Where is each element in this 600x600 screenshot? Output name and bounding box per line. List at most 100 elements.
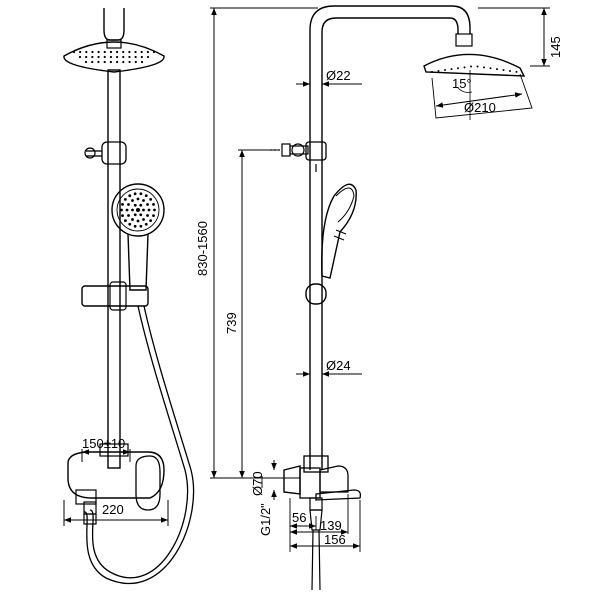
nozzle-dot	[457, 67, 459, 70]
side-mixer	[283, 455, 362, 591]
side-hose	[311, 529, 321, 591]
nozzle-dot	[109, 55, 113, 59]
nozzle-dot	[128, 60, 131, 64]
nozzle-dot	[84, 60, 88, 64]
dim-label-lower-pipe: Ø24	[326, 358, 351, 373]
nozzle-dot	[97, 50, 100, 54]
nozzle-dot	[515, 70, 518, 73]
front-shower-head	[63, 39, 165, 73]
nozzle-dot	[153, 208, 156, 212]
nozzle-dot	[127, 203, 130, 206]
nozzle-dot	[136, 208, 140, 212]
nozzle-dot	[127, 214, 130, 217]
nozzle-dot	[140, 50, 143, 54]
nozzle-dot	[133, 224, 137, 228]
nozzle-dot	[509, 69, 511, 72]
nozzle-dot	[149, 219, 153, 223]
nozzle-dot	[496, 68, 498, 71]
nozzle-dot	[133, 192, 137, 196]
nozzle-dot	[142, 208, 145, 212]
nozzle-dot	[476, 65, 479, 68]
nozzle-dot	[139, 224, 143, 228]
nozzle-dot	[152, 202, 155, 206]
dim-label-mixer-to-holder: 739	[224, 312, 239, 334]
dim-label-total-height: 830-1560	[195, 221, 210, 276]
dim-upper-pipe: Ø22	[296, 68, 362, 87]
nozzle-dot	[134, 60, 137, 64]
dim-inlet-spacing: 150±10	[81, 436, 131, 462]
dim-label-inlet-spacing: 150±10	[82, 436, 125, 451]
nozzle-dot	[91, 55, 94, 59]
nozzle-dot	[146, 55, 150, 59]
nozzle-dot	[144, 222, 148, 226]
nozzle-dot	[123, 219, 127, 223]
nozzle-dot	[146, 203, 149, 206]
front-upper-bracket	[84, 141, 127, 165]
nozzle-dot	[103, 55, 106, 59]
nozzle-dot	[128, 194, 132, 198]
dim-label-head-diameter: Ø210	[464, 100, 496, 115]
side-rail	[309, 5, 471, 470]
nozzle-dot	[131, 208, 134, 212]
dim-inlet: Ø70 G1/2"	[250, 460, 282, 536]
dim-mixer-width: 220	[63, 500, 169, 526]
nozzle-dot	[122, 60, 125, 64]
nozzle-dot	[115, 50, 119, 54]
front-elbow	[103, 8, 125, 41]
nozzle-dot	[152, 50, 156, 54]
nozzle-dot	[103, 60, 106, 64]
nozzle-dot	[489, 67, 492, 70]
side-shower-head: 15° Ø210	[423, 33, 533, 120]
dim-label-inlet-thread: G1/2"	[258, 503, 273, 536]
dim-label-depth-56: 56	[292, 510, 306, 525]
side-hand-shower	[305, 183, 357, 305]
dim-lower-pipe: Ø24	[296, 358, 362, 377]
nozzle-dot	[121, 202, 124, 206]
front-hose	[89, 305, 189, 579]
nozzle-dot	[131, 218, 134, 221]
nozzle-dot	[78, 55, 82, 59]
nozzle-dot	[134, 50, 137, 54]
front-slider	[81, 281, 149, 311]
nozzle-dot	[142, 218, 145, 221]
nozzle-dot	[147, 208, 151, 212]
side-view: 830-1560 739 15° Ø210 1	[195, 5, 563, 591]
dim-total-height: 830-1560	[195, 7, 318, 478]
nozzle-dot	[115, 55, 119, 59]
nozzle-dot	[85, 55, 88, 59]
nozzle-dot	[128, 222, 132, 226]
nozzle-dot	[133, 213, 137, 217]
nozzle-dot	[109, 60, 112, 64]
dim-label-head-height: 145	[548, 36, 563, 58]
nozzle-dot	[470, 65, 472, 68]
nozzle-dot	[122, 50, 125, 54]
nozzle-dot	[91, 50, 94, 54]
front-hand-shower	[111, 183, 165, 291]
dim-label-depth-156: 156	[324, 532, 346, 547]
nozzle-dot	[149, 197, 153, 201]
nozzle-dot	[483, 66, 485, 69]
nozzle-dot	[142, 199, 145, 202]
dim-label-inlet-diameter: Ø70	[250, 471, 265, 496]
nozzle-dot	[136, 197, 140, 201]
nozzle-dot	[97, 55, 100, 59]
dim-head-height: 145	[478, 7, 563, 67]
nozzle-dot	[109, 50, 113, 54]
nozzle-dot	[103, 50, 106, 54]
nozzle-dot	[502, 69, 505, 72]
dim-mixer-to-holder: 739	[210, 149, 300, 479]
nozzle-dot	[123, 197, 127, 201]
nozzle-dot	[140, 60, 144, 64]
nozzle-dot	[146, 50, 149, 54]
nozzle-dot	[140, 55, 143, 59]
nozzle-dot	[444, 69, 446, 72]
nozzle-dot	[146, 214, 149, 217]
nozzle-dot	[139, 192, 143, 196]
nozzle-dot	[72, 50, 76, 54]
front-rail	[107, 69, 121, 469]
nozzle-dot	[136, 219, 140, 223]
dim-label-tilt-angle: 15°	[452, 76, 472, 91]
nozzle-dot	[120, 208, 123, 212]
nozzle-dot	[139, 203, 143, 207]
